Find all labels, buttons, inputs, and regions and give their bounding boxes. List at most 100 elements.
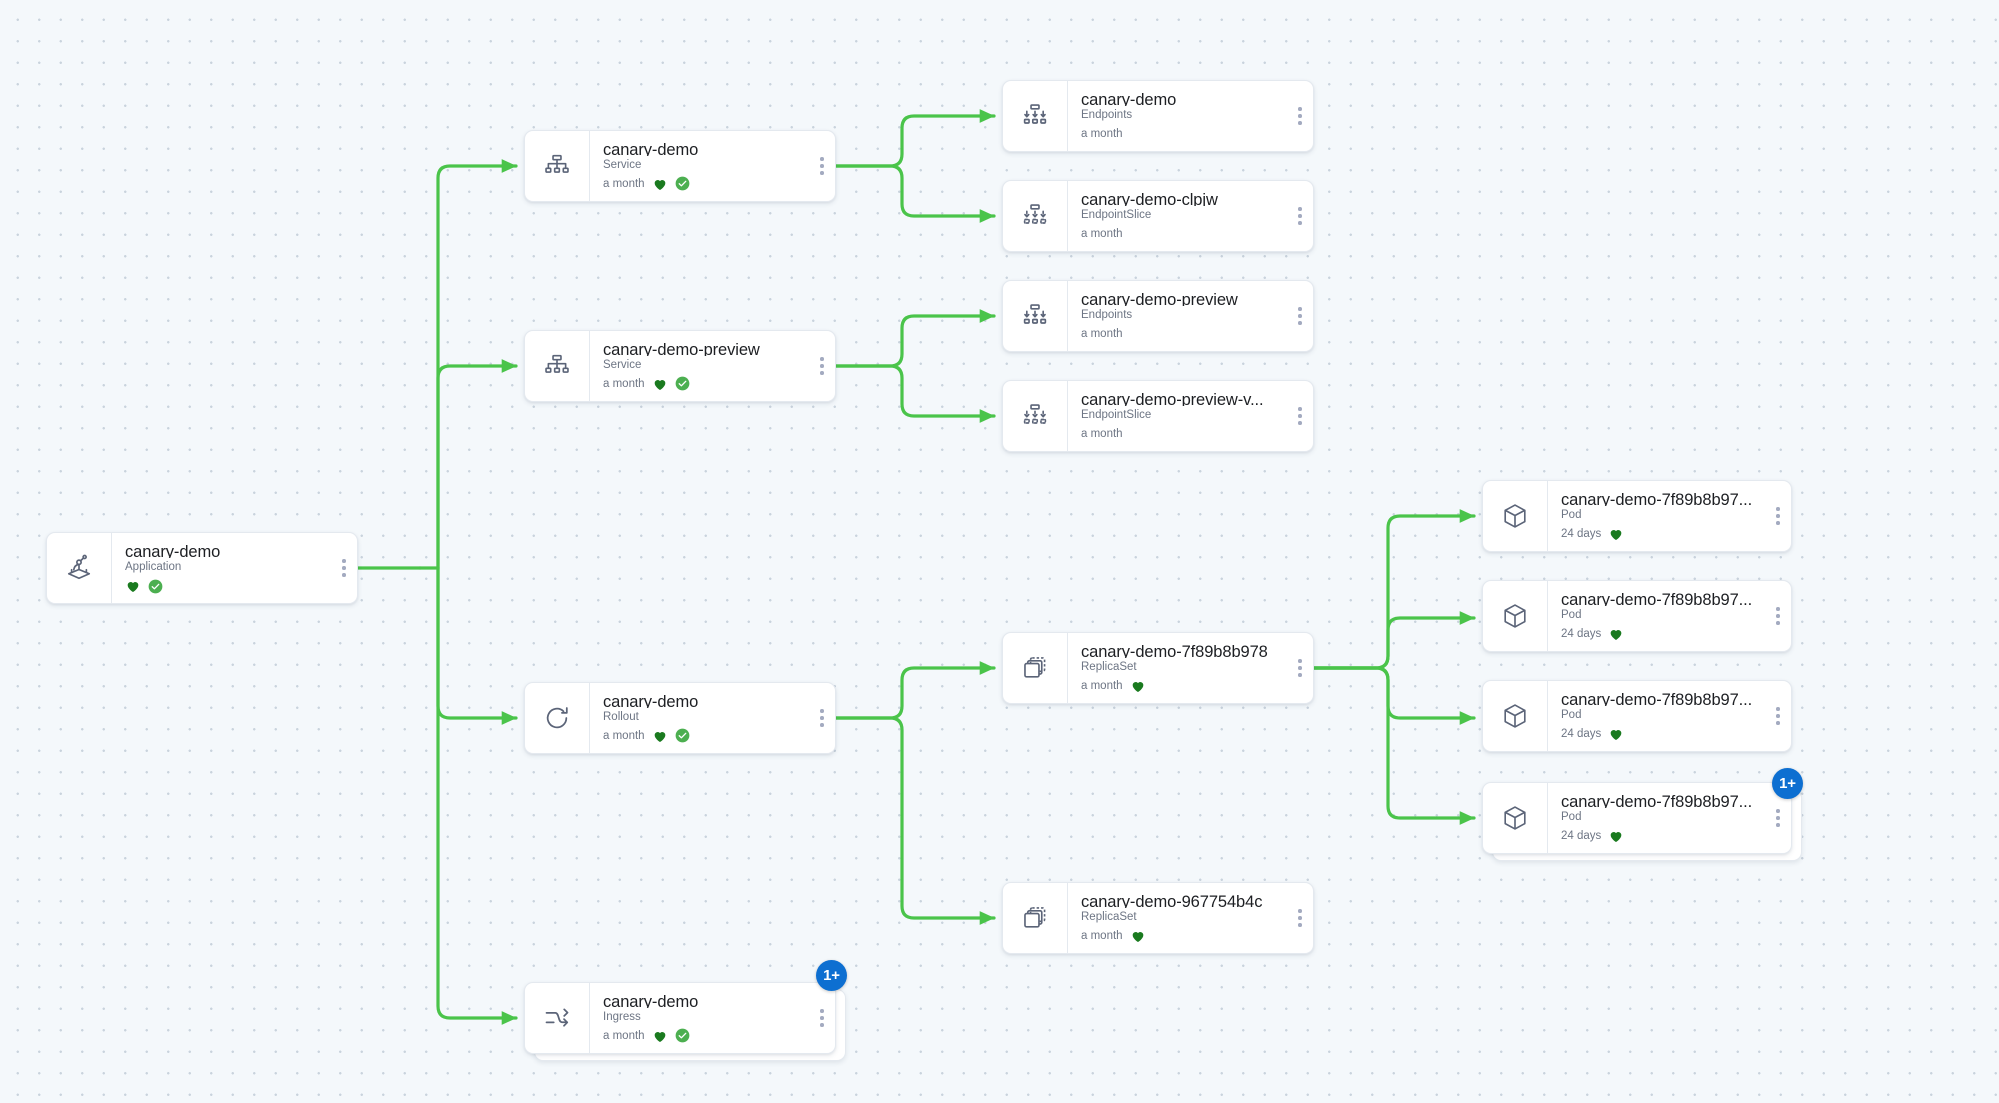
- node-replicaset-7f89b8b978[interactable]: canary-demo-7f89b8b978 ReplicaSet a mont…: [1002, 632, 1314, 704]
- node-status-row: 24 days: [1561, 626, 1765, 642]
- node-menu-button[interactable]: [1287, 81, 1313, 151]
- node-service-canary-demo-preview[interactable]: canary-demo-preview Service a month: [524, 330, 836, 402]
- argo-application-icon: [47, 533, 111, 603]
- health-heart-icon: [1608, 626, 1624, 642]
- node-kind: EndpointSlice: [1081, 408, 1152, 421]
- health-heart-icon: [652, 176, 668, 192]
- node-kind: Application: [125, 560, 182, 573]
- group-count-badge[interactable]: 1+: [816, 960, 847, 991]
- node-content: canary-demo Application: [111, 533, 331, 603]
- sync-status-icon: [675, 1028, 690, 1043]
- node-age: a month: [1081, 127, 1123, 140]
- endpointslice-icon: [1003, 381, 1067, 451]
- node-title: canary-demo: [1081, 91, 1177, 106]
- node-kind: EndpointSlice: [1081, 208, 1152, 221]
- health-heart-icon: [1608, 726, 1624, 742]
- endpoints-icon: [1003, 81, 1067, 151]
- node-application[interactable]: canary-demo Application: [46, 532, 358, 604]
- node-content: canary-demo Rollout a month: [589, 683, 809, 753]
- node-menu-button[interactable]: [809, 983, 835, 1053]
- node-ingress-canary-demo[interactable]: canary-demo Ingress a month: [524, 982, 836, 1054]
- node-menu-button[interactable]: [809, 131, 835, 201]
- node-endpointslice-canary-demo-clpjw[interactable]: canary-demo-clpjw EndpointSlice a month: [1002, 180, 1314, 252]
- node-content: canary-demo-7f89b8b97... Pod 24 days: [1547, 481, 1765, 551]
- node-menu-button[interactable]: [1287, 381, 1313, 451]
- node-content: canary-demo-7f89b8b97... Pod 24 days: [1547, 581, 1765, 651]
- node-pod-4[interactable]: canary-demo-7f89b8b97... Pod 24 days: [1482, 782, 1792, 854]
- node-content: canary-demo-7f89b8b978 ReplicaSet a mont…: [1067, 633, 1287, 703]
- node-kind: ReplicaSet: [1081, 910, 1137, 923]
- node-status-row: 24 days: [1561, 526, 1765, 542]
- node-menu-button[interactable]: [809, 683, 835, 753]
- node-title: canary-demo-967754b4c: [1081, 893, 1263, 908]
- node-age: 24 days: [1561, 727, 1602, 740]
- node-content: canary-demo-preview Endpoints a month: [1067, 281, 1287, 351]
- node-age: a month: [603, 377, 645, 390]
- node-title: canary-demo: [603, 693, 699, 708]
- node-content: canary-demo-7f89b8b97... Pod 24 days: [1547, 681, 1765, 751]
- rollout-icon: [525, 683, 589, 753]
- pod-icon: [1483, 681, 1547, 751]
- node-status-row: a month: [603, 728, 809, 744]
- node-kind: Pod: [1561, 810, 1582, 823]
- node-status-row: a month: [603, 376, 809, 392]
- node-content: canary-demo-967754b4c ReplicaSet a month: [1067, 883, 1287, 953]
- node-content: canary-demo Endpoints a month: [1067, 81, 1287, 151]
- node-pod-1[interactable]: canary-demo-7f89b8b97... Pod 24 days: [1482, 480, 1792, 552]
- node-title: canary-demo-clpjw: [1081, 191, 1218, 206]
- node-age: a month: [603, 177, 645, 190]
- node-endpoints-canary-demo-preview[interactable]: canary-demo-preview Endpoints a month: [1002, 280, 1314, 352]
- node-rollout-canary-demo[interactable]: canary-demo Rollout a month: [524, 682, 836, 754]
- node-service-canary-demo[interactable]: canary-demo Service a month: [524, 130, 836, 202]
- node-group-pod-4: canary-demo-7f89b8b97... Pod 24 days 1+: [1482, 768, 1806, 868]
- node-endpoints-canary-demo[interactable]: canary-demo Endpoints a month: [1002, 80, 1314, 152]
- node-pod-2[interactable]: canary-demo-7f89b8b97... Pod 24 days: [1482, 580, 1792, 652]
- node-kind: Pod: [1561, 708, 1582, 721]
- node-age: a month: [1081, 427, 1123, 440]
- node-kind: Service: [603, 158, 642, 171]
- node-pod-3[interactable]: canary-demo-7f89b8b97... Pod 24 days: [1482, 680, 1792, 752]
- node-menu-button[interactable]: [1765, 581, 1791, 651]
- sync-status-icon: [675, 176, 690, 191]
- node-title: canary-demo-7f89b8b978: [1081, 643, 1268, 658]
- health-heart-icon: [652, 1028, 668, 1044]
- node-status-row: a month: [1081, 678, 1287, 694]
- node-menu-button[interactable]: [331, 533, 357, 603]
- node-menu-button[interactable]: [809, 331, 835, 401]
- node-menu-button[interactable]: [1765, 481, 1791, 551]
- node-content: canary-demo Ingress a month: [589, 983, 809, 1053]
- node-age: a month: [603, 1029, 645, 1042]
- node-replicaset-967754b4c[interactable]: canary-demo-967754b4c ReplicaSet a month: [1002, 882, 1314, 954]
- node-status-row: a month: [1081, 226, 1287, 242]
- node-kind: Endpoints: [1081, 308, 1133, 321]
- node-title: canary-demo-preview: [1081, 291, 1238, 306]
- node-menu-button[interactable]: [1765, 681, 1791, 751]
- node-menu-button[interactable]: [1765, 783, 1791, 853]
- node-group-ingress: canary-demo Ingress a month 1+: [524, 960, 850, 1068]
- node-kind: Service: [603, 358, 642, 371]
- node-content: canary-demo-7f89b8b97... Pod 24 days: [1547, 783, 1765, 853]
- health-heart-icon: [652, 728, 668, 744]
- node-status-row: a month: [603, 1028, 809, 1044]
- replicaset-icon: [1003, 883, 1067, 953]
- health-heart-icon: [1608, 526, 1624, 542]
- node-title: canary-demo-7f89b8b97...: [1561, 691, 1753, 706]
- node-menu-button[interactable]: [1287, 883, 1313, 953]
- node-age: a month: [1081, 679, 1123, 692]
- node-endpointslice-canary-demo-preview[interactable]: canary-demo-preview-v... EndpointSlice a…: [1002, 380, 1314, 452]
- ingress-icon: [525, 983, 589, 1053]
- node-menu-button[interactable]: [1287, 633, 1313, 703]
- node-menu-button[interactable]: [1287, 281, 1313, 351]
- node-status-row: [125, 578, 331, 594]
- node-title: canary-demo-7f89b8b97...: [1561, 793, 1753, 808]
- health-heart-icon: [1130, 928, 1146, 944]
- node-kind: Endpoints: [1081, 108, 1133, 121]
- node-title: canary-demo: [603, 141, 699, 156]
- node-title: canary-demo-7f89b8b97...: [1561, 491, 1753, 506]
- node-status-row: 24 days: [1561, 828, 1765, 844]
- node-menu-button[interactable]: [1287, 181, 1313, 251]
- node-status-row: 24 days: [1561, 726, 1765, 742]
- node-age: a month: [603, 729, 645, 742]
- group-count-badge[interactable]: 1+: [1772, 768, 1803, 799]
